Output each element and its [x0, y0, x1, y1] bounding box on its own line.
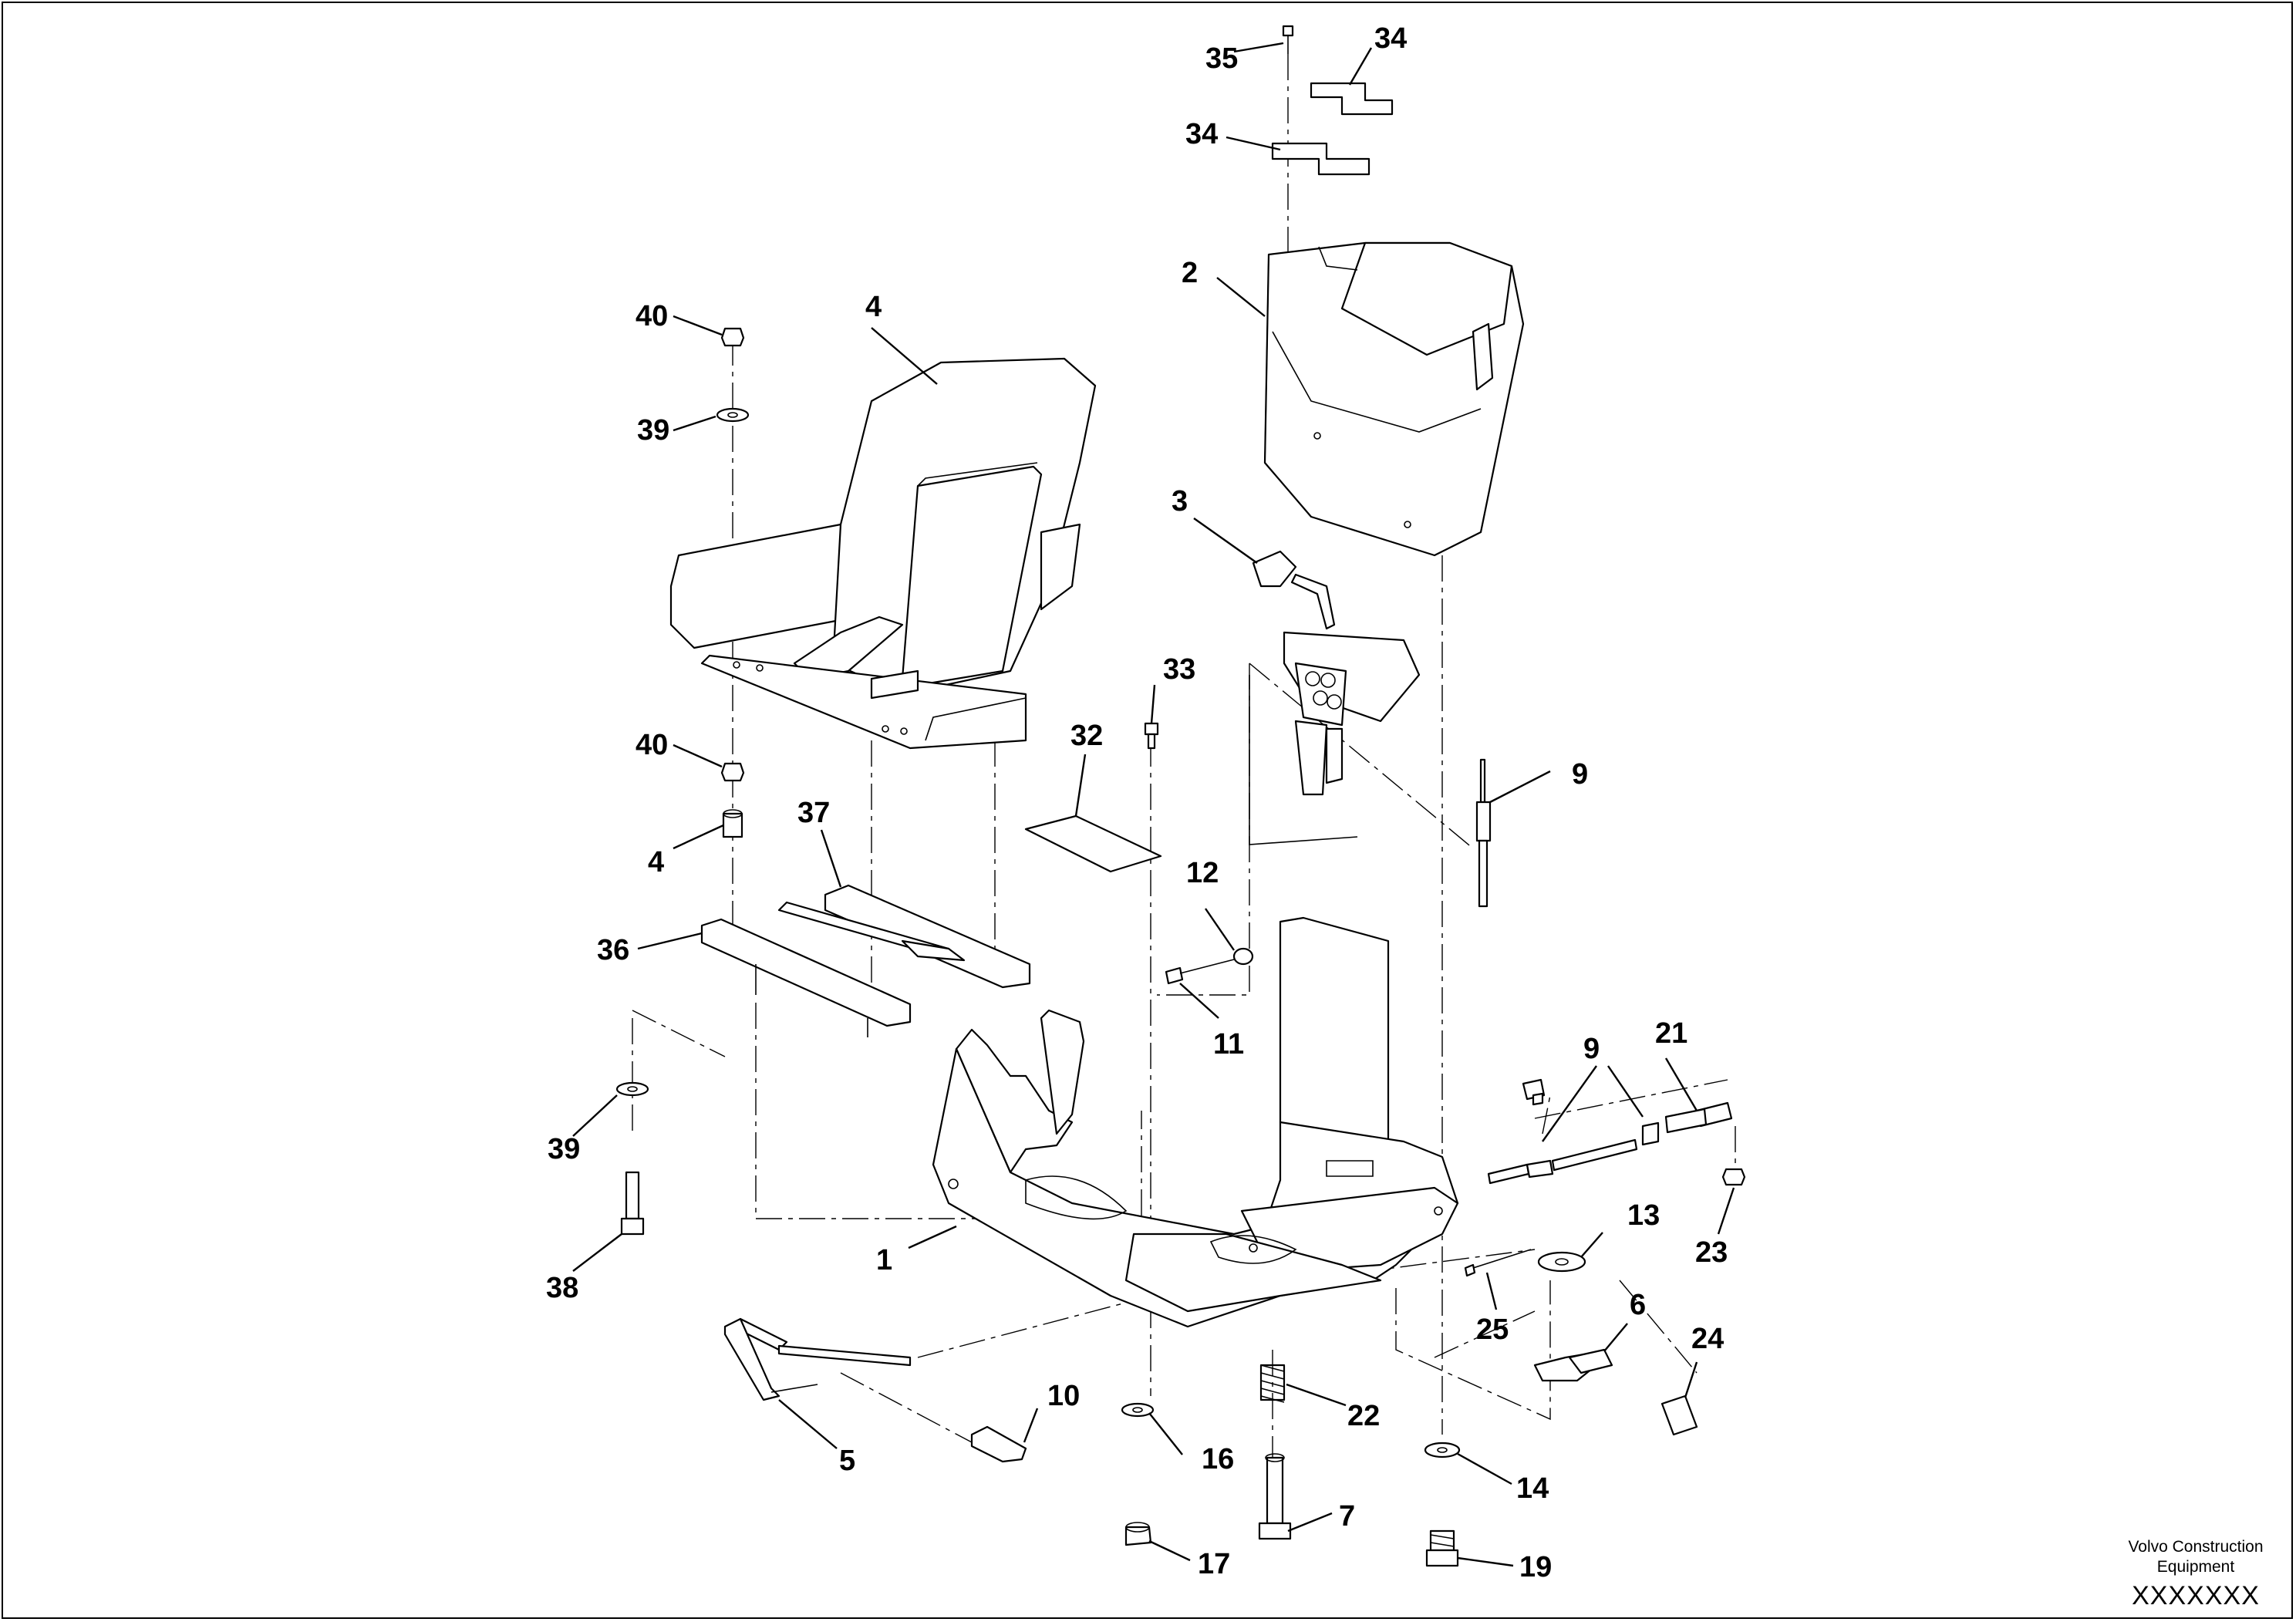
part-40-nut-lower: [720, 762, 745, 782]
callout-33: 33: [1163, 653, 1195, 686]
part-39-washer-upper: [716, 407, 750, 423]
part-37-seat-rail: [777, 884, 1031, 989]
callout-1: 1: [876, 1244, 892, 1276]
part-36-seat-rail: [700, 918, 912, 1037]
part-4-spacer: [722, 809, 743, 838]
part-13-washer: [1537, 1251, 1586, 1273]
part-12-washer: [1232, 947, 1254, 966]
part-6-bracket: [1533, 1348, 1613, 1382]
callout-4-seat: 4: [865, 291, 882, 323]
callout-40-upper: 40: [636, 300, 668, 332]
callout-34-lower: 34: [1185, 118, 1218, 150]
callout-19: 19: [1519, 1551, 1552, 1583]
part-4-seat: [669, 357, 1097, 750]
part-35-screw: [1282, 25, 1294, 54]
callout-labels: 35 34 34 2 40 4 39 3 33 40 32 9 37 4 12 …: [546, 22, 1728, 1583]
part-22-spring: [1259, 1364, 1286, 1403]
part-40-nut-upper: [720, 327, 745, 347]
callout-7: 7: [1339, 1500, 1355, 1533]
callout-25: 25: [1476, 1313, 1509, 1346]
callout-6: 6: [1630, 1289, 1646, 1321]
part-32-cover-plate: [1024, 814, 1162, 873]
callout-2: 2: [1182, 257, 1198, 289]
callout-9-horizontal: 9: [1583, 1033, 1600, 1065]
part-19-bolt: [1425, 1529, 1459, 1567]
part-16-washer: [1121, 1402, 1155, 1418]
callout-5: 5: [839, 1445, 855, 1477]
part-34-plate-lower: [1271, 142, 1371, 176]
part-24-pin: [1660, 1394, 1698, 1436]
part-11-screw: [1165, 959, 1235, 985]
callout-13: 13: [1627, 1199, 1660, 1232]
footer-company-line2: Equipment: [2157, 1558, 2235, 1576]
part-9-cable-vertical: [1475, 758, 1492, 908]
part-39-washer-lower: [615, 1081, 649, 1097]
callout-23: 23: [1695, 1236, 1728, 1269]
callout-11: 11: [1213, 1028, 1244, 1061]
leader-lines: [572, 42, 1735, 1567]
callout-21: 21: [1655, 1017, 1687, 1050]
callout-22: 22: [1347, 1400, 1380, 1432]
callout-32: 32: [1070, 720, 1103, 752]
part-21-rod-end: [1641, 1101, 1733, 1146]
callout-12: 12: [1186, 857, 1219, 889]
callout-3: 3: [1172, 485, 1188, 518]
part-2-console-cover: [1263, 241, 1525, 557]
callout-39-lower: 39: [548, 1133, 580, 1165]
part-3-control-lever: [1249, 550, 1421, 845]
part-10-grip: [970, 1425, 1027, 1463]
callout-35: 35: [1205, 42, 1238, 75]
callout-14: 14: [1516, 1472, 1549, 1505]
part-33-screw: [1144, 722, 1159, 750]
part-1-base-frame: [932, 916, 1459, 1328]
part-23-nut: [1721, 1168, 1746, 1186]
part-25-pin: [1464, 1249, 1532, 1277]
part-34-plate-upper: [1310, 82, 1394, 116]
part-17-nut: [1124, 1522, 1152, 1546]
part-14-washer: [1424, 1442, 1461, 1458]
callout-24: 24: [1691, 1323, 1724, 1355]
footer-company-line1: Volvo Construction: [2128, 1538, 2263, 1556]
callout-10: 10: [1047, 1380, 1080, 1412]
callout-4-spacer: 4: [648, 846, 664, 878]
footer-drawing-code: XXXXXXX: [2132, 1581, 2260, 1610]
callout-36: 36: [597, 934, 629, 966]
callout-17: 17: [1198, 1548, 1230, 1580]
callout-9-vertical: 9: [1572, 758, 1588, 791]
part-7-pin: [1258, 1453, 1292, 1540]
part-38-bolt: [620, 1171, 645, 1236]
callout-34-upper: 34: [1374, 22, 1407, 55]
footer-block: Volvo Construction Equipment XXXXXXX: [2128, 1538, 2263, 1610]
part-9-cable-horizontal: [1487, 1078, 1638, 1185]
callout-38: 38: [546, 1272, 578, 1304]
callout-39-upper: 39: [637, 414, 669, 447]
callout-16: 16: [1202, 1443, 1234, 1475]
callout-37: 37: [797, 797, 830, 829]
callout-40-lower: 40: [636, 729, 668, 761]
part-5-handle-rod: [723, 1317, 912, 1401]
